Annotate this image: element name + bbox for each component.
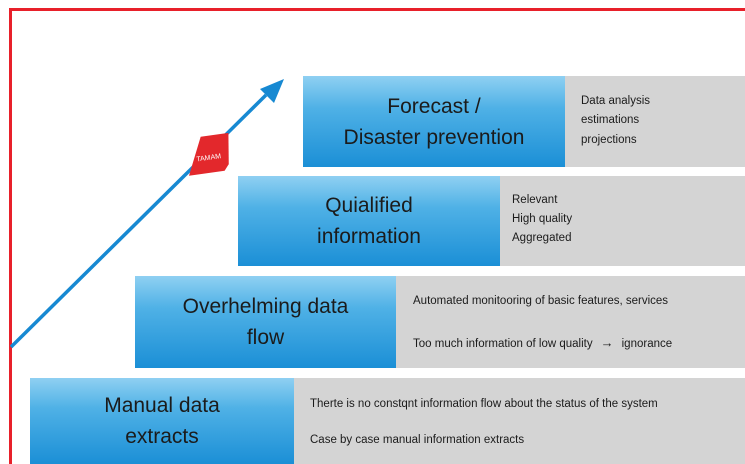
description-line-with-arrow: Too much information of low quality → igno… <box>413 335 672 350</box>
description-line: Case by case manual information extracts <box>310 434 525 446</box>
description-line: Data analysis <box>581 95 651 107</box>
description-line: Aggregated <box>512 232 572 244</box>
step-manual-data-extracts-title: Manual data extracts <box>30 378 294 464</box>
step-overwhelming-data-flow: Overhelming data flow Automated monitoor… <box>135 276 745 368</box>
step-manual-data-extracts-description: Therte is no constqnt information flow a… <box>294 378 745 464</box>
description-text: ignorance <box>621 338 673 350</box>
rising-arrow-head-icon <box>260 79 284 103</box>
step-qualified-information: Quialified information Relevant High qua… <box>238 176 745 266</box>
frame-left-border <box>9 8 12 464</box>
description-line: projections <box>581 134 637 146</box>
description-line: estimations <box>581 114 640 126</box>
frame-top-border <box>9 8 745 11</box>
step-qualified-information-description: Relevant High quality Aggregated <box>500 176 745 266</box>
rising-arrow-shaft <box>9 93 268 349</box>
step-manual-data-extracts: Manual data extracts Therte is no constq… <box>30 378 745 464</box>
right-arrow-icon: → <box>600 335 614 350</box>
step-overwhelming-data-flow-title: Overhelming data flow <box>135 276 396 368</box>
tamam-badge: TAMAM <box>188 132 229 176</box>
step-forecast-description: Data analysis estimations projections <box>565 76 745 167</box>
description-line: Relevant <box>512 194 558 206</box>
description-line: Automated monitooring of basic features,… <box>413 295 669 307</box>
step-forecast: Forecast / Disaster prevention Data anal… <box>303 76 745 167</box>
step-qualified-information-title: Quialified information <box>238 176 500 266</box>
description-line: Therte is no constqnt information flow a… <box>310 398 658 410</box>
description-line: High quality <box>512 213 573 225</box>
step-overwhelming-data-flow-description: Automated monitooring of basic features,… <box>396 276 745 368</box>
tamam-badge-label: TAMAM <box>196 153 222 163</box>
tamam-badge-shape <box>188 132 229 176</box>
step-forecast-title: Forecast / Disaster prevention <box>303 76 565 167</box>
description-text: Too much information of low quality <box>413 338 593 350</box>
